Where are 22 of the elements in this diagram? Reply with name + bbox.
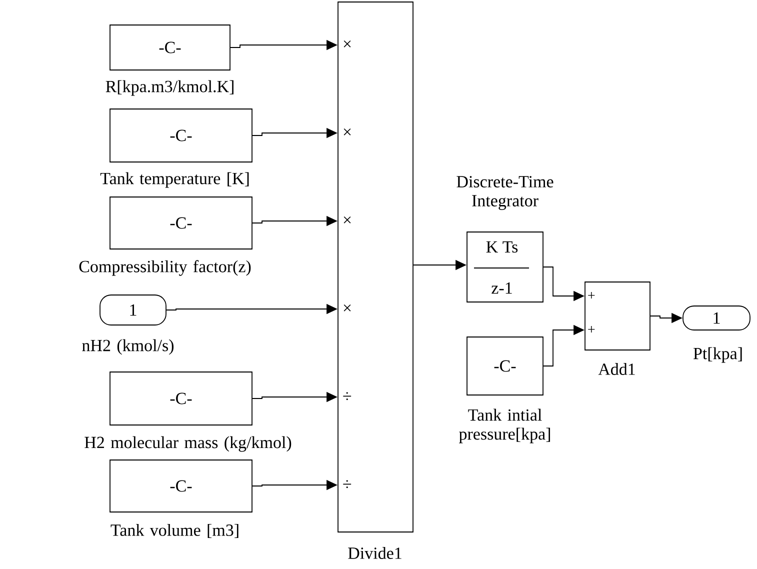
- block-label: Discrete-Time Integrator: [456, 176, 554, 210]
- block-label: Tank temperature [K]: [100, 172, 249, 188]
- sum-block: + +: [584, 282, 650, 350]
- block-label: R[kpa.m3/kmol.K]: [106, 80, 234, 96]
- port-block: 1: [100, 294, 166, 326]
- constant-block: -C-: [466, 336, 544, 396]
- block-label: Compressibility factor(z): [79, 260, 251, 276]
- integrator-block: K Ts z-1: [466, 232, 544, 302]
- block-label: Add1: [598, 363, 635, 375]
- divide-block: × × × × ÷ ÷: [338, 2, 414, 532]
- constant-block: -C-: [110, 108, 252, 162]
- block-label: Tank intial pressure[kpa]: [459, 408, 550, 444]
- block-label: nH2 (kmol/s): [82, 339, 174, 355]
- constant-block: -C-: [110, 372, 252, 426]
- constant-block: -C-: [110, 24, 230, 70]
- port-block: 1: [682, 306, 750, 330]
- block-label: Pt[kpa]: [693, 347, 742, 363]
- block-label: H2 molecular mass (kg/kmol): [84, 436, 292, 452]
- block-label: Divide1: [348, 547, 402, 559]
- block-label: Tank volume [m3]: [110, 524, 238, 538]
- constant-block: -C-: [110, 460, 252, 512]
- constant-block: -C-: [110, 196, 252, 250]
